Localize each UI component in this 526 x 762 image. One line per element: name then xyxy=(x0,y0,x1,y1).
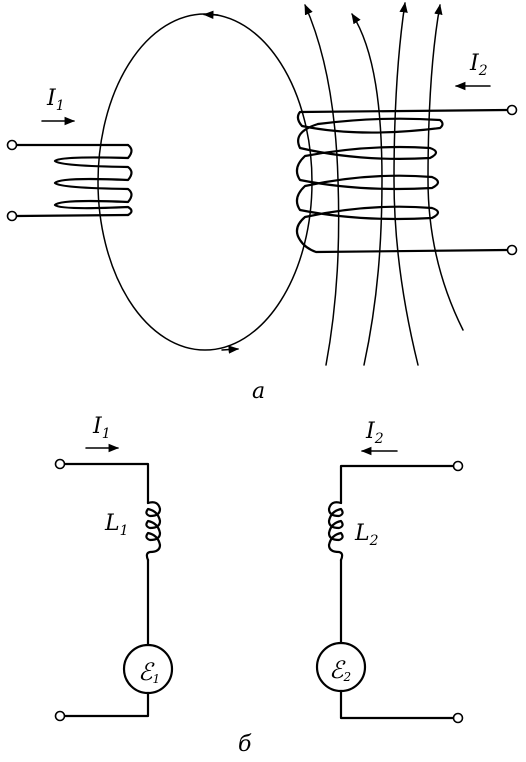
coil2-terminal-top xyxy=(506,104,518,116)
left-terminal-bottom xyxy=(54,710,66,722)
b-i1-symbol: I xyxy=(92,414,103,439)
coil2-winding xyxy=(295,122,509,254)
coil-1 xyxy=(6,139,133,222)
l2-symbol: L xyxy=(354,521,370,546)
emf1-symbol: ℰ xyxy=(138,658,155,686)
current-i2-indicator: I2 xyxy=(454,51,491,91)
coil-2 xyxy=(295,104,518,256)
open-field-lines xyxy=(304,1,464,366)
b-i2-symbol: I xyxy=(365,419,376,444)
svg-text:L1: L1 xyxy=(104,511,129,539)
coil2-terminal-bottom xyxy=(506,244,518,256)
svg-text:ℰ1: ℰ1 xyxy=(138,658,160,686)
left-terminal-top xyxy=(54,458,66,470)
inductor-l2 xyxy=(327,501,344,562)
closed-field-line xyxy=(97,10,313,354)
l2-subscript: 2 xyxy=(369,533,379,549)
inductor-l1 xyxy=(145,501,162,562)
left-circuit: I1 L1 ℰ1 xyxy=(54,414,174,722)
part-a-diagram: I1 I2 a xyxy=(6,1,518,404)
current-i1-indicator: I1 xyxy=(41,86,76,126)
i1-subscript: 1 xyxy=(56,98,65,114)
svg-text:I1: I1 xyxy=(46,86,65,114)
emf1-subscript: 1 xyxy=(153,672,161,686)
coil1-winding xyxy=(53,143,133,217)
b-i2-subscript: 2 xyxy=(374,431,384,447)
l1-subscript: 1 xyxy=(120,523,129,539)
coil1-lead-bottom xyxy=(15,213,130,218)
right-terminal-bottom xyxy=(452,712,464,724)
svg-text:I2: I2 xyxy=(469,51,488,79)
emf2-subscript: 2 xyxy=(343,670,352,684)
l1-symbol: L xyxy=(104,511,120,536)
emf2-symbol: ℰ xyxy=(329,656,346,684)
right-wire-top xyxy=(339,464,455,505)
svg-text:ℰ2: ℰ2 xyxy=(329,656,351,684)
svg-text:I1: I1 xyxy=(92,414,111,442)
svg-text:L2: L2 xyxy=(354,521,379,549)
i2-subscript: 2 xyxy=(478,63,488,79)
b-i1-subscript: 1 xyxy=(102,426,111,442)
i1-symbol: I xyxy=(46,86,57,111)
coil1-terminal-bottom xyxy=(6,210,18,222)
right-terminal-top xyxy=(452,460,464,472)
right-wire-bottom xyxy=(339,689,455,720)
left-wire-bottom xyxy=(63,691,150,718)
caption-b: б xyxy=(238,732,252,757)
left-wire-top xyxy=(63,462,150,505)
i2-symbol: I xyxy=(469,51,480,76)
coil1-terminal-top xyxy=(6,139,18,151)
svg-text:I2: I2 xyxy=(365,419,384,447)
part-b-schematic: I1 L1 ℰ1 I2 xyxy=(54,414,464,757)
right-circuit: I2 L2 ℰ2 xyxy=(315,419,464,724)
caption-a: a xyxy=(252,379,265,404)
coil2-lead-top xyxy=(296,108,509,134)
